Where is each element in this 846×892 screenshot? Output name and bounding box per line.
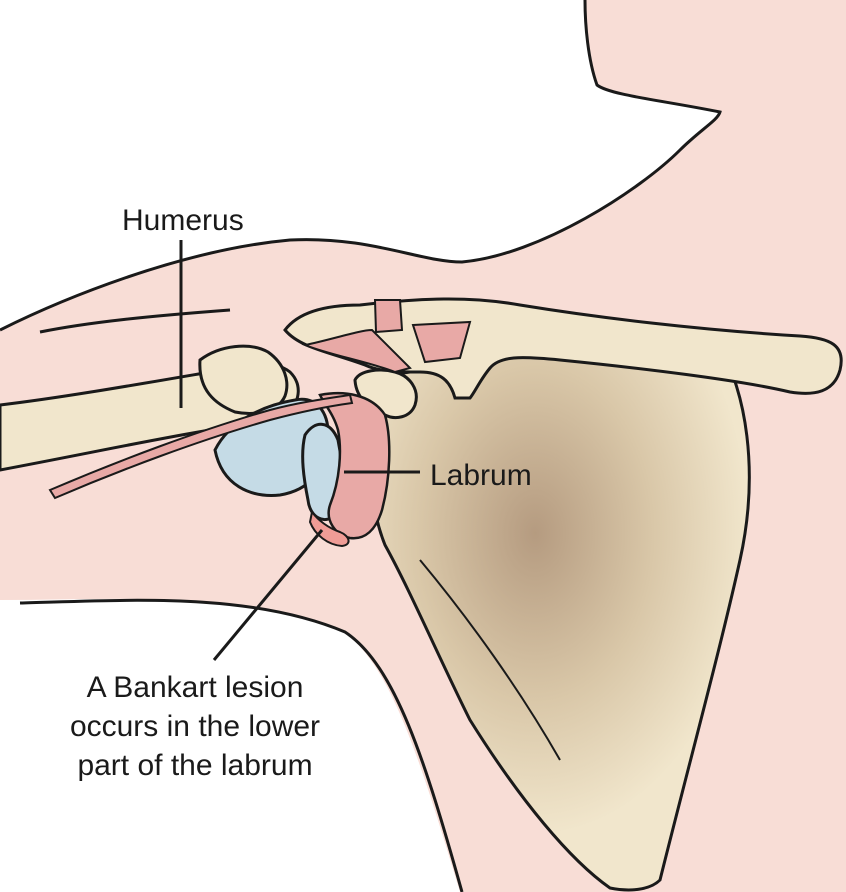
- bankart-caption-line: part of the labrum: [77, 749, 313, 782]
- labrum-label: Labrum: [430, 459, 532, 492]
- armpit-outline: [19, 598, 464, 892]
- shoulder-outline: [0, 0, 722, 332]
- bankart-leader-line: [212, 529, 324, 661]
- coracoclavicular-ligament-1: [301, 328, 412, 374]
- humerus-label: Humerus: [122, 204, 244, 237]
- biceps-tendon: [48, 393, 354, 500]
- labrum: [318, 391, 391, 540]
- scapula-spine-ridge: [419, 559, 561, 761]
- humerus-head: [198, 344, 289, 415]
- bankart-caption-line: occurs in the lower: [69, 710, 321, 743]
- bankart-caption-line: A Bankart lesion: [86, 671, 304, 704]
- coracoacromial-ligament: [411, 320, 472, 364]
- bankart-lesion: [308, 509, 350, 548]
- bankart-lesion-caption: A Bankart lesion occurs in the lower par…: [40, 668, 350, 785]
- coracoclavicular-ligament-2: [373, 299, 404, 334]
- armpit-fill: [0, 500, 460, 892]
- arm-upper-edge: [39, 308, 231, 334]
